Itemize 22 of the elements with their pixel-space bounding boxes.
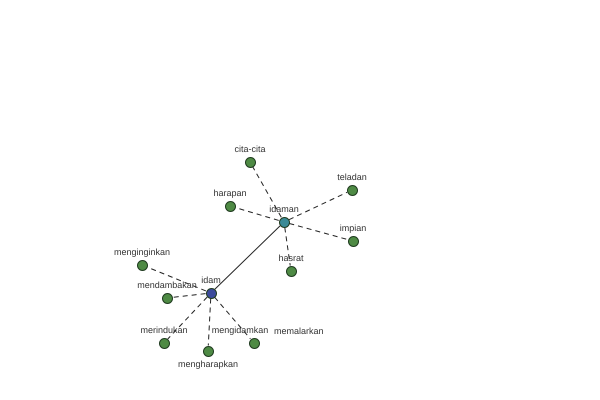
dashed-line xyxy=(208,298,212,346)
node-label: idaman xyxy=(269,204,299,214)
dashed-line xyxy=(214,296,251,340)
dashed-line xyxy=(284,226,291,266)
node-label: mengharapkan xyxy=(178,358,238,370)
dashed-line xyxy=(167,296,208,340)
connector-line xyxy=(214,225,281,290)
dashed-line xyxy=(288,222,348,240)
node-label: idam xyxy=(201,274,221,286)
node-label: hasrat xyxy=(278,252,304,264)
dashed-line xyxy=(172,293,206,298)
word-label: memalarkan xyxy=(274,326,324,337)
node-label: cita-cita xyxy=(234,144,266,154)
node-label: mengidamkan xyxy=(212,324,268,336)
node-label: merindukan xyxy=(140,324,188,336)
node-label: menginginkan xyxy=(114,246,170,258)
dashed-line xyxy=(252,166,282,218)
node-label: harapan xyxy=(213,188,247,198)
dashed-line xyxy=(288,192,348,220)
node-label: mendambakan xyxy=(137,280,197,290)
node-label: teladan xyxy=(337,172,367,182)
node-label: impian xyxy=(340,222,366,234)
